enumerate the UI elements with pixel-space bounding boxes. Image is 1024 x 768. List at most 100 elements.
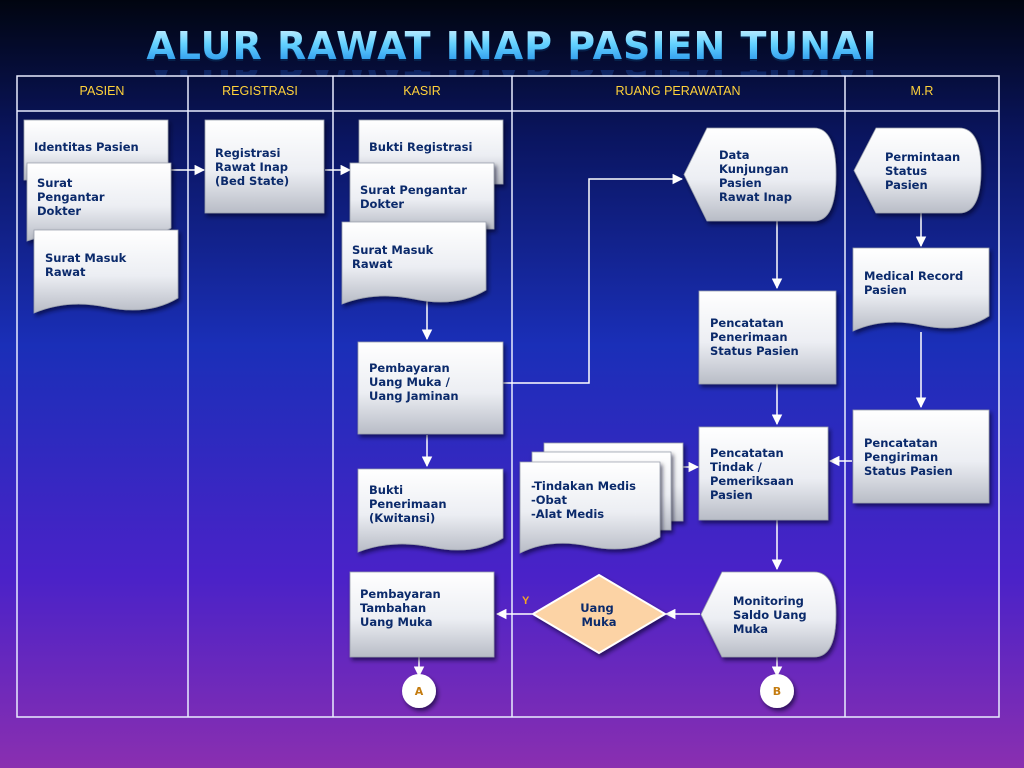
node-pembayaran-tambahan: Pembayaran Tambahan Uang Muka: [349, 571, 495, 658]
node-data-kunjungan: Data Kunjungan Pasien Rawat Inap: [683, 127, 837, 222]
svg-text:Data Kunjungan Pas: Data Kunjungan Pasien Rawat Inap: [719, 148, 793, 204]
connector-a: A: [402, 674, 436, 708]
node-text: Penerimaan: [369, 497, 447, 511]
node-text: Pembayaran: [360, 587, 441, 601]
svg-text:Surat Pengantar Dokter: Surat Pengantar Dokter: [360, 183, 471, 211]
node-surat-masuk-rawat: Surat Masuk Rawat: [33, 229, 179, 314]
node-pencatatan-pengiriman: Pencatatan Pengiriman Status Pasien: [852, 409, 990, 504]
node-pencatatan-penerimaan: Pencatatan Penerimaan Status Pasien: [698, 290, 837, 385]
node-text: Pembayaran: [369, 361, 450, 375]
svg-text:Pencatatan Penerimaan: Pencatatan Penerimaan Status Pasien: [710, 316, 799, 358]
svg-text:Registrasi Rawat Inap: Registrasi Rawat Inap (Bed State): [215, 146, 292, 188]
node-text: Rawat Inap: [215, 160, 288, 174]
lane-header-pasien: PASIEN: [80, 84, 125, 98]
svg-text:-Tindakan Medis -Obat: -Tindakan Medis -Obat -Alat Medis: [531, 479, 640, 521]
node-text: (Kwitansi): [369, 511, 435, 525]
connector-b: B: [760, 674, 794, 708]
node-text: Pencatatan: [864, 436, 938, 450]
node-text: Pasien: [864, 283, 907, 297]
lane-header-ruang-perawatan: RUANG PERAWATAN: [615, 84, 740, 98]
node-text: Monitoring: [733, 594, 804, 608]
node-text: Pasien: [885, 178, 928, 192]
node-text: Rawat Inap: [719, 190, 792, 204]
node-text: Pengantar: [37, 190, 105, 204]
node-tindakan-medis: -Tindakan Medis -Obat -Alat Medis: [519, 442, 684, 554]
lane-header-registrasi: REGISTRASI: [222, 84, 298, 98]
svg-text:Uang Muka: Uang Muka: [580, 601, 618, 629]
svg-text:Surat Pengantar Do: Surat Pengantar Dokter: [37, 176, 109, 218]
svg-text:Pembayaran Uang Muka /: Pembayaran Uang Muka / Uang Jaminan: [369, 361, 459, 403]
node-text: Uang Jaminan: [369, 389, 459, 403]
node-text: Status: [885, 164, 927, 178]
node-text: -Obat: [531, 493, 568, 507]
swimlane-grid: [16, 75, 1000, 718]
svg-text:Permintaan Status: Permintaan Status Pasien: [885, 150, 964, 192]
node-text: Bukti: [369, 483, 403, 497]
node-pencatatan-tindak: Pencatatan Tindak / Pemeriksaan Pasien: [698, 426, 829, 521]
node-text: -Tindakan Medis: [531, 479, 636, 493]
node-bukti-penerimaan: Bukti Penerimaan (Kwitansi): [357, 468, 504, 553]
node-text: Pengiriman: [864, 450, 938, 464]
node-text: Muka: [581, 615, 616, 629]
node-text: Pencatatan: [710, 446, 784, 460]
node-text: Uang Muka: [360, 615, 433, 629]
svg-text:Pencatatan Tindak /: Pencatatan Tindak / Pemeriksaan Pasien: [710, 446, 798, 502]
lane-headers: PASIEN REGISTRASI KASIR RUANG PERAWATAN …: [80, 84, 934, 98]
node-kasir-surat-pengantar-dokter: Surat Pengantar Dokter: [349, 162, 495, 230]
node-permintaan-status: Permintaan Status Pasien: [853, 127, 982, 214]
node-uang-muka-decision: Uang Muka: [531, 573, 667, 655]
page-title: ALUR RAWAT INAP PASIEN TUNAI: [0, 24, 1024, 68]
node-text: Surat Pengantar: [360, 183, 467, 197]
node-text: Permintaan: [885, 150, 960, 164]
connector-b-label: B: [773, 685, 781, 698]
node-pembayaran-uang-muka: Pembayaran Uang Muka / Uang Jaminan: [357, 341, 504, 435]
lane-header-mr: M.R: [911, 84, 934, 98]
svg-text:Medical Record Pasien: Medical Record Pasien: [864, 269, 967, 297]
node-text: Surat Masuk: [352, 243, 434, 257]
node-text: Saldo Uang: [733, 608, 807, 622]
node-kasir-surat-masuk-rawat: Surat Masuk Rawat: [341, 221, 487, 305]
node-text: Status Pasien: [710, 344, 799, 358]
svg-text:Pembayaran Tambahan: Pembayaran Tambahan Uang Muka: [360, 587, 445, 629]
node-text: (Bed State): [215, 174, 289, 188]
node-medical-record: Medical Record Pasien: [852, 247, 990, 332]
svg-text:Pencatatan Pengiriman: Pencatatan Pengiriman Status Pasien: [864, 436, 953, 478]
node-monitoring-saldo: Monitoring Saldo Uang Muka: [700, 571, 837, 658]
svg-text:Identitas Pasien: Identitas Pasien: [34, 140, 139, 154]
node-text: Medical Record: [864, 269, 963, 283]
node-text: Surat: [37, 176, 73, 190]
lane-header-kasir: KASIR: [403, 84, 441, 98]
node-text: Uang: [580, 601, 614, 615]
svg-text:Bukti Penerimaan (: Bukti Penerimaan (Kwitansi): [369, 483, 451, 525]
node-surat-pengantar-dokter: Surat Pengantar Dokter: [26, 162, 172, 242]
svg-text:Bukti Registrasi: Bukti Registrasi: [369, 140, 472, 154]
node-text: Registrasi: [215, 146, 280, 160]
flow-lines: [171, 164, 927, 678]
node-text: Penerimaan: [710, 330, 788, 344]
node-text: Uang Muka /: [369, 375, 451, 389]
node-text: Surat Masuk: [45, 251, 127, 265]
node-text: Pasien: [719, 176, 762, 190]
node-text: Pasien: [710, 488, 753, 502]
svg-text:Monitoring Saldo Uang: Monitoring Saldo Uang Muka: [733, 594, 811, 636]
node-text: Rawat: [45, 265, 86, 279]
node-text: Tindak /: [710, 460, 763, 474]
node-text: Dokter: [37, 204, 81, 218]
node-text: -Alat Medis: [531, 507, 604, 521]
svg-text:Surat Masuk Rawat: Surat Masuk Rawat: [352, 243, 437, 271]
decision-yes-label: Y: [522, 595, 530, 607]
node-registrasi-rawat-inap: Registrasi Rawat Inap (Bed State): [204, 119, 325, 214]
node-text: Pencatatan: [710, 316, 784, 330]
node-text: Muka: [733, 622, 768, 636]
node-text: Rawat: [352, 257, 393, 271]
node-text: Status Pasien: [864, 464, 953, 478]
node-text: Tambahan: [360, 601, 426, 615]
node-text: Dokter: [360, 197, 404, 211]
node-text: Pemeriksaan: [710, 474, 794, 488]
connector-a-label: A: [415, 685, 424, 698]
node-text: Bukti Registrasi: [369, 140, 472, 154]
svg-text:Surat Masuk Rawat: Surat Masuk Rawat: [45, 251, 130, 279]
node-text: Identitas Pasien: [34, 140, 139, 154]
node-text: Kunjungan: [719, 162, 789, 176]
